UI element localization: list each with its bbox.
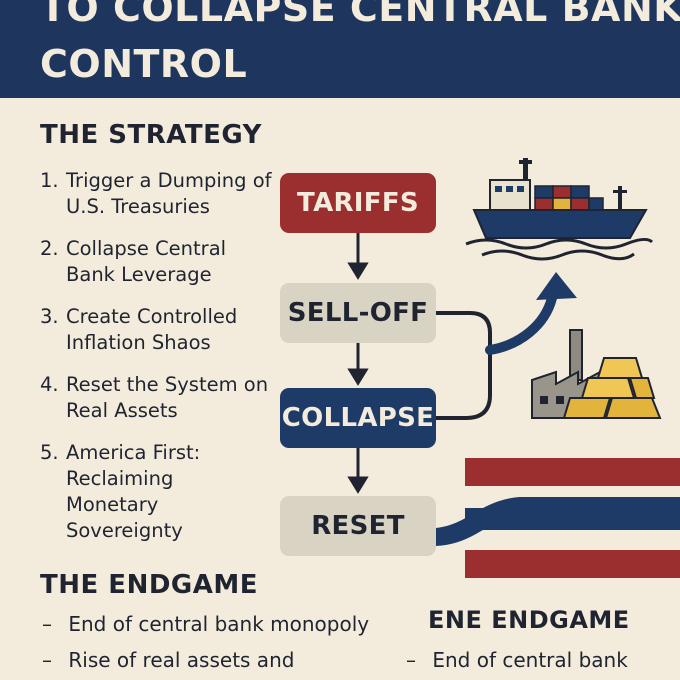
flow-arrows <box>347 233 369 494</box>
strategy-title: THE STRATEGY <box>40 120 262 150</box>
factory-gold-icon <box>531 329 662 419</box>
bullet-text: End of central bank <box>432 648 628 672</box>
step-number: 2. <box>40 237 59 260</box>
bullet-dash: – <box>42 648 52 672</box>
step-number: 3. <box>40 305 59 328</box>
bullet-text: Rise of real assets and <box>68 648 295 672</box>
bullet-dash: – <box>406 648 416 672</box>
flow-box-selloff: SELL-OFF <box>280 283 436 343</box>
step-text: Trigger a Dumping of U.S. Treasuries <box>66 169 272 218</box>
endgame-right-title: ENE ENDGAME <box>428 606 630 634</box>
endgame-title: THE ENDGAME <box>40 570 259 600</box>
step-text: Collapse Central Bank Leverage <box>66 237 227 286</box>
endgame-right-item: – End of central bank <box>406 648 628 672</box>
endgame-item: – Rise of real assets and <box>42 648 294 672</box>
strategy-step: 3. Create Controlled Inflation Shaos <box>40 304 280 356</box>
strategy-step: 4. Reset the System on Real Assets <box>40 372 280 424</box>
feedback-connector <box>436 311 492 420</box>
step-text: Create Controlled Inflation Shaos <box>66 305 238 354</box>
strategy-step: 1. Trigger a Dumping of U.S. Treasuries <box>40 168 280 220</box>
rising-arrow <box>485 293 557 355</box>
strategy-step: 2. Collapse Central Bank Leverage <box>40 236 280 288</box>
strategy-step: 5. America First: Reclaiming Monetary So… <box>40 440 236 544</box>
step-text: Reset the System on Real Assets <box>66 373 269 422</box>
endgame-item: – End of central bank monopoly <box>42 612 369 636</box>
header-title-line-1: TO COLLAPSE CENTRAL BANK <box>40 0 680 30</box>
step-number: 1. <box>40 169 59 192</box>
rising-arrow-head <box>536 272 577 300</box>
flow-box-tariffs: TARIFFS <box>280 173 436 233</box>
header-banner: TO COLLAPSE CENTRAL BANK CONTROL <box>0 0 680 98</box>
step-number: 4. <box>40 373 59 396</box>
step-number: 5. <box>40 441 59 464</box>
header-title-line-2: CONTROL <box>40 42 248 86</box>
bullet-dash: – <box>42 612 52 636</box>
strategy-steps: 1. Trigger a Dumping of U.S. Treasuries … <box>40 168 280 560</box>
bullet-text: End of central bank monopoly <box>68 612 370 636</box>
cargo-ship-icon <box>465 158 654 261</box>
reset-swoosh <box>436 497 680 546</box>
flow-box-reset: RESET <box>280 496 436 556</box>
flag-stripes <box>465 458 680 578</box>
step-text: America First: Reclaiming Monetary Sover… <box>66 441 201 542</box>
flow-box-collapse: COLLAPSE <box>280 388 436 448</box>
